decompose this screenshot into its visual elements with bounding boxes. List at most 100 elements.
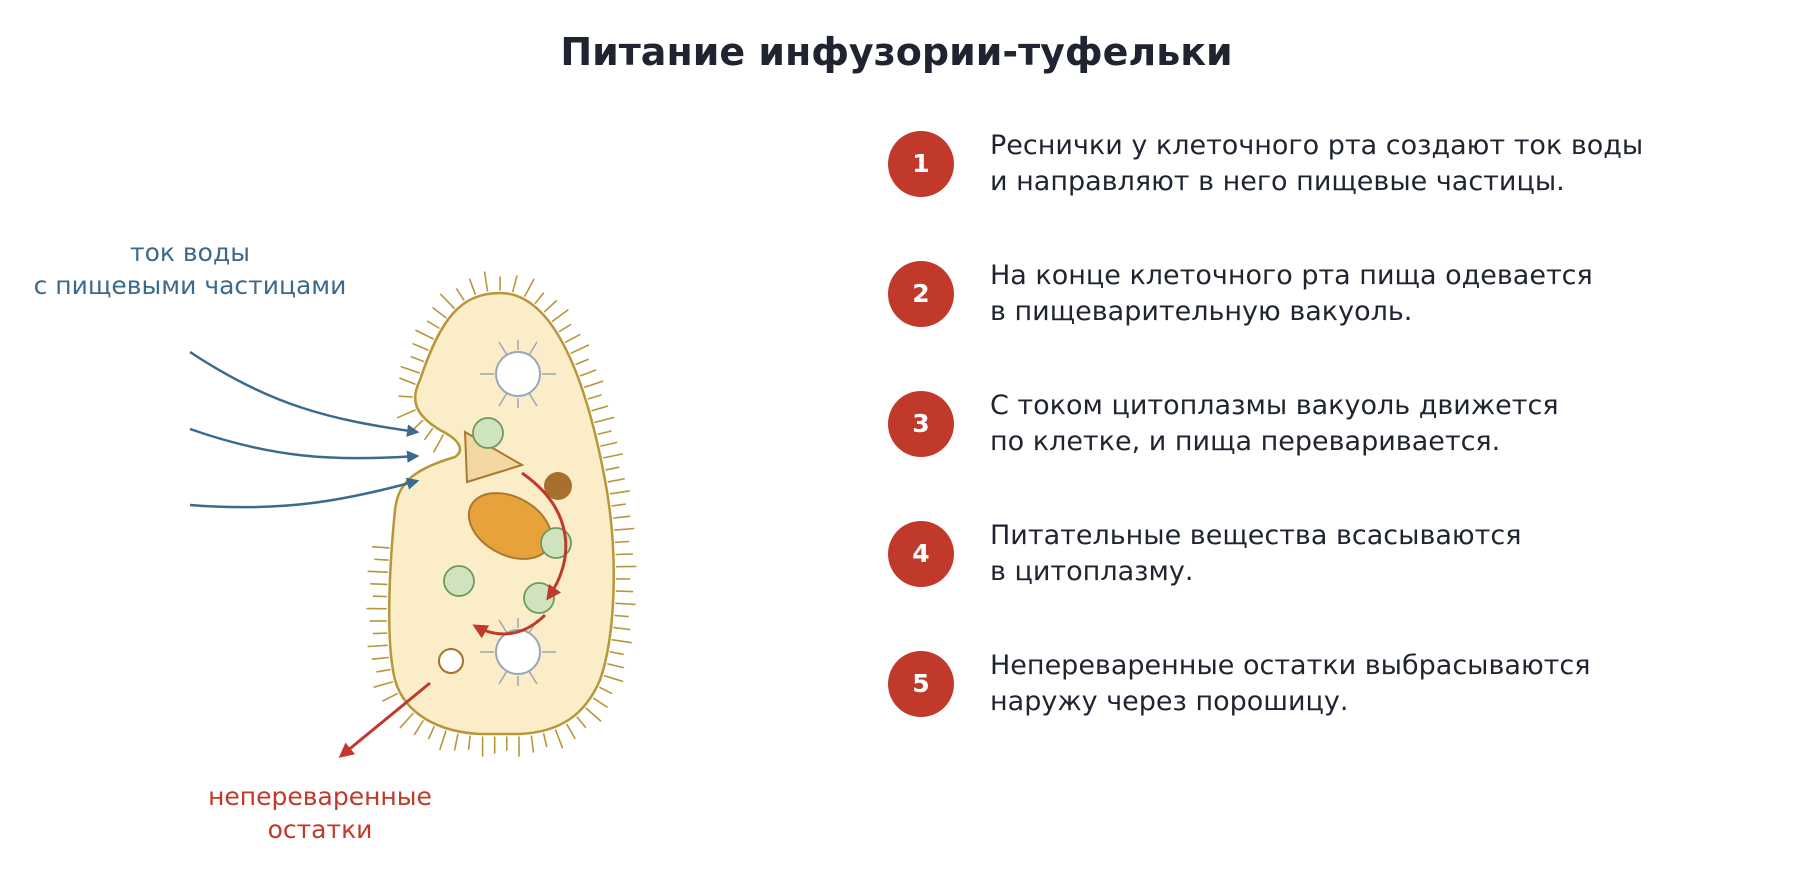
- cilium: [613, 527, 635, 531]
- cilium: [583, 380, 604, 389]
- cilium: [591, 405, 609, 412]
- cilium: [412, 342, 429, 351]
- cilium: [396, 409, 416, 419]
- cilium: [614, 614, 629, 618]
- cilium: [611, 638, 632, 644]
- cilium: [612, 515, 631, 519]
- cilium: [483, 271, 489, 292]
- step-text: На конце клеточного рта пища одевается в…: [990, 260, 1593, 327]
- cilium: [570, 344, 590, 355]
- cilium: [606, 663, 625, 669]
- cytoplasm-flow-arrow: [521, 471, 568, 601]
- cilium: [511, 275, 518, 293]
- water-current-label: ток воды с пищевыми частицами: [33, 238, 347, 300]
- cilium: [566, 723, 576, 740]
- step-number-badge: 1: [888, 131, 954, 197]
- contractile-vacuole-top: [480, 340, 556, 408]
- cilium: [615, 602, 636, 606]
- cilium: [613, 626, 631, 631]
- cilium: [371, 656, 390, 661]
- step-text: Питательные вещества всасываются в цитоп…: [990, 520, 1522, 587]
- step-item: 2 На конце клеточного рта пища одевается…: [888, 258, 1768, 388]
- cilium: [400, 365, 421, 374]
- cilium: [374, 558, 389, 561]
- cilium: [579, 369, 597, 377]
- cilium: [614, 540, 630, 544]
- step-text: Непереваренные остатки выбрасываются нар…: [990, 650, 1591, 717]
- step-number-badge: 2: [888, 261, 954, 327]
- cilium: [455, 288, 465, 301]
- cilium: [523, 278, 535, 298]
- cilium: [439, 293, 455, 309]
- cilium: [597, 430, 612, 435]
- cilium: [367, 644, 389, 648]
- nutrient-particle: [544, 472, 572, 500]
- cilium: [558, 323, 572, 333]
- cilium: [609, 490, 631, 495]
- cilium: [564, 333, 581, 344]
- food-vacuole: [443, 565, 475, 597]
- cilium: [427, 725, 435, 740]
- step-text: Реснички у клеточного рта создают ток во…: [990, 130, 1644, 197]
- cilium: [382, 692, 399, 702]
- cilium: [575, 358, 589, 366]
- cilium: [594, 416, 615, 424]
- step-item: 3 С током цитоплазмы вакуоль движется по…: [888, 388, 1768, 518]
- undigested-remains-label: непереваренные остатки: [208, 782, 432, 844]
- water-current-arrow: [189, 350, 420, 437]
- cilium: [371, 545, 390, 549]
- cilium: [551, 309, 569, 323]
- step-list: 1 Реснички у клеточного рта создают ток …: [888, 128, 1768, 778]
- cilium: [453, 733, 459, 751]
- cilium: [426, 320, 440, 329]
- cilium: [611, 503, 626, 507]
- cilium: [576, 716, 587, 729]
- cilium: [413, 720, 424, 736]
- cilium: [600, 441, 618, 447]
- waste-arrow: [338, 681, 431, 758]
- cilium: [415, 329, 434, 340]
- cilium: [607, 478, 625, 483]
- cilium: [599, 686, 613, 695]
- cilium: [376, 668, 391, 673]
- cilium: [410, 355, 425, 363]
- cilium: [467, 735, 471, 750]
- step-number-badge: 4: [888, 521, 954, 587]
- cilium: [367, 570, 389, 574]
- cilia: [366, 271, 637, 757]
- cilium: [602, 453, 624, 459]
- step-number-badge: 5: [888, 651, 954, 717]
- cilium: [468, 278, 477, 296]
- cilium: [609, 651, 624, 656]
- water-current-arrow: [189, 477, 420, 509]
- page-title: Питание инфузории-туфельки: [560, 30, 1233, 74]
- step-number-badge: 3: [888, 391, 954, 457]
- step-text: С током цитоплазмы вакуоль движется по к…: [990, 390, 1559, 457]
- cilium: [615, 590, 634, 593]
- cilium: [373, 681, 394, 688]
- cilium: [543, 300, 558, 313]
- cytoplasm-flow-arrow: [472, 613, 547, 639]
- cell-anus: [438, 648, 464, 674]
- cilium: [369, 582, 388, 586]
- food-vacuole: [540, 527, 572, 559]
- contractile-vacuole-bottom: [480, 618, 556, 686]
- cilium: [399, 712, 414, 729]
- cilium: [603, 674, 624, 683]
- cilium: [410, 419, 424, 433]
- step-item: 1 Реснички у клеточного рта создают ток …: [888, 128, 1768, 258]
- cilium: [587, 394, 602, 400]
- water-current-arrow: [189, 427, 420, 463]
- cilium: [554, 729, 564, 749]
- cilium: [372, 632, 388, 635]
- cilium: [530, 735, 535, 753]
- cilium: [432, 307, 447, 319]
- step-item: 4 Питательные вещества всасываются в цит…: [888, 518, 1768, 648]
- food-vacuole: [472, 417, 504, 449]
- cilium: [399, 377, 416, 385]
- cilium: [439, 730, 447, 751]
- step-item: 5 Непереваренные остатки выбрасываются н…: [888, 648, 1768, 778]
- cilium: [592, 697, 608, 708]
- cilium: [424, 427, 434, 441]
